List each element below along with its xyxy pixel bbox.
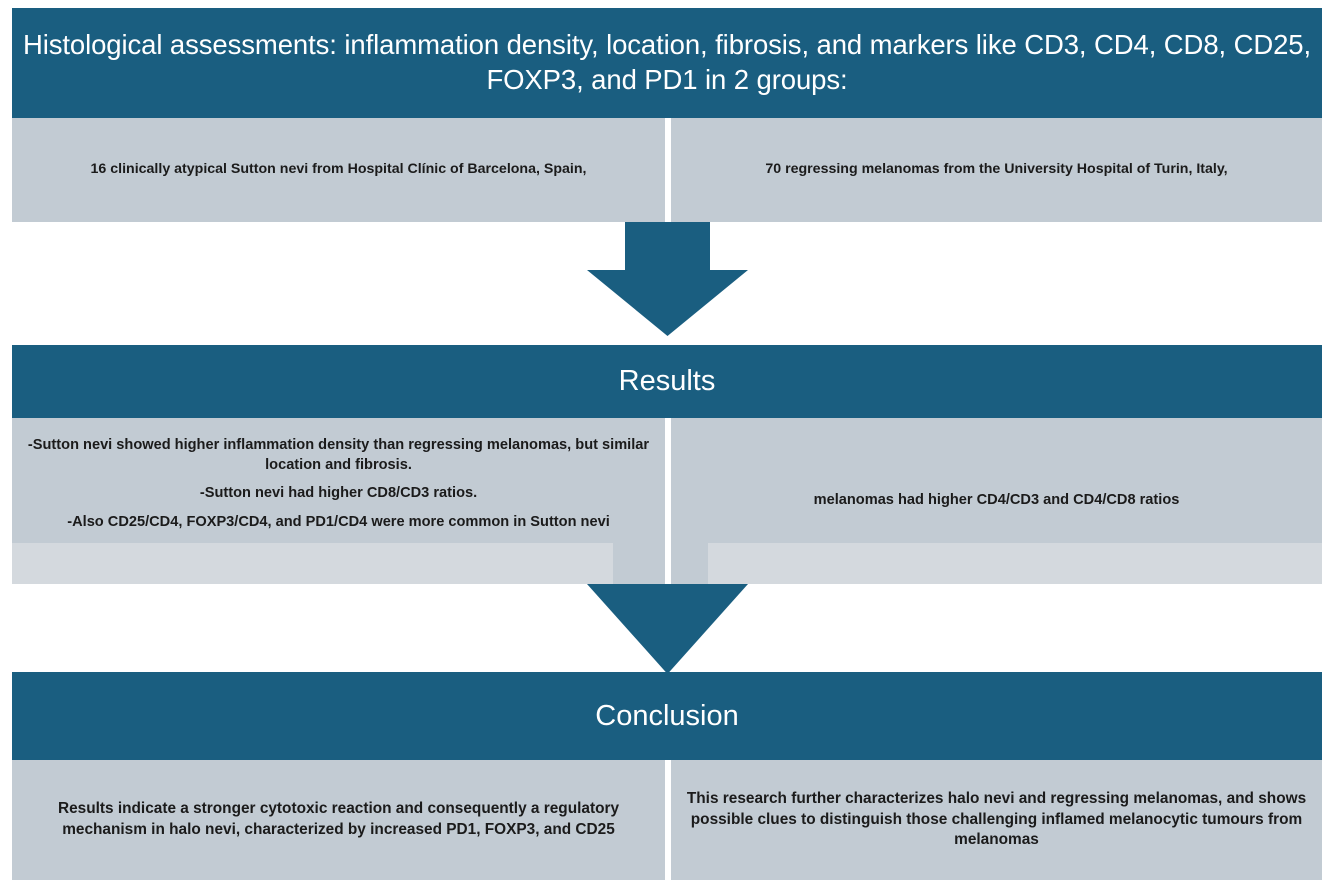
- conclusion-header-title: Conclusion: [595, 699, 739, 732]
- results-bullet-1: -Sutton nevi showed higher inflammation …: [27, 437, 650, 473]
- study-group-left-text: 16 clinically atypical Sutton nevi from …: [90, 161, 587, 178]
- intro-header-banner: Histological assessments: inflammation d…: [12, 8, 1322, 118]
- results-right-text: melanomas had higher CD4/CD3 and CD4/CD8…: [813, 492, 1180, 509]
- conclusion-cell-left: Results indicate a stronger cytotoxic re…: [12, 760, 665, 880]
- results-tint-strip-left: [12, 543, 613, 584]
- conclusion-header-banner: Conclusion: [12, 672, 1322, 760]
- conclusion-cell-right: This research further characterizes halo…: [671, 760, 1322, 880]
- column-divider: [665, 760, 671, 880]
- conclusion-row: Results indicate a stronger cytotoxic re…: [12, 760, 1322, 880]
- intro-header-title: Histological assessments: inflammation d…: [22, 29, 1312, 95]
- column-divider: [665, 118, 671, 222]
- results-header-banner: Results: [12, 345, 1322, 418]
- results-header-title: Results: [618, 365, 716, 397]
- conclusion-left-text: Results indicate a stronger cytotoxic re…: [57, 800, 620, 838]
- study-group-cell-right: 70 regressing melanomas from the Univers…: [671, 118, 1322, 222]
- conclusion-right-text: This research further characterizes halo…: [686, 789, 1307, 849]
- study-groups-row: 16 clinically atypical Sutton nevi from …: [12, 118, 1322, 222]
- study-group-right-text: 70 regressing melanomas from the Univers…: [765, 161, 1228, 178]
- study-group-cell-left: 16 clinically atypical Sutton nevi from …: [12, 118, 665, 222]
- down-arrow-icon-results-to-conclusion: [587, 584, 748, 674]
- down-arrow-icon-intro-to-results: [587, 222, 748, 336]
- results-bullet-2: -Sutton nevi had higher CD8/CD3 ratios.: [199, 485, 478, 502]
- results-tint-strip-right: [708, 543, 1322, 584]
- results-left-bullets: -Sutton nevi showed higher inflammation …: [12, 418, 665, 533]
- results-bullet-3: -Also CD25/CD4, FOXP3/CD4, and PD1/CD4 w…: [67, 514, 610, 531]
- column-divider: [665, 418, 671, 584]
